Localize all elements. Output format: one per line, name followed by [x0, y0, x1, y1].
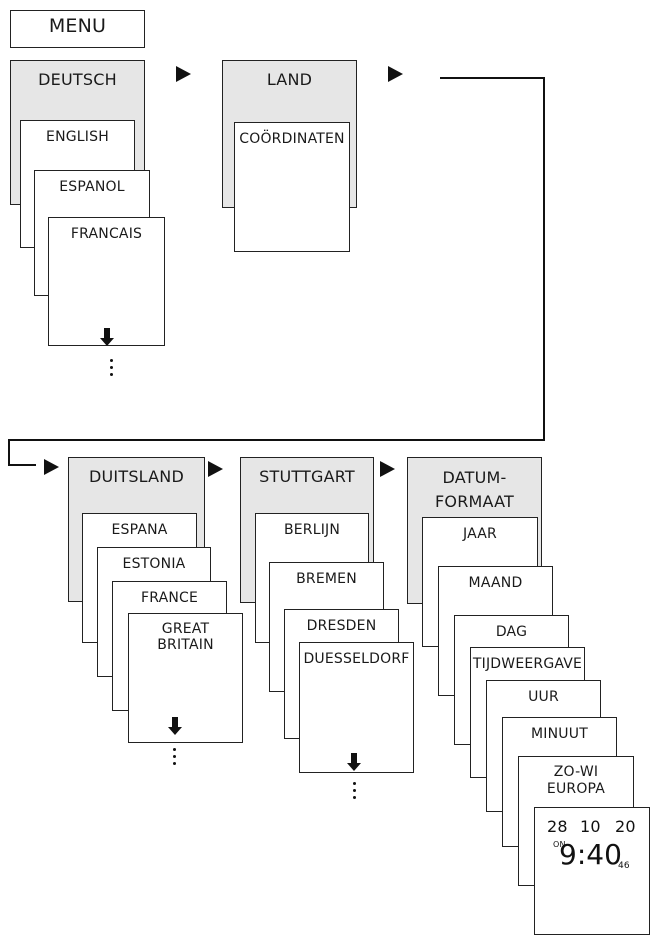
minuut-label: MINUUT — [531, 726, 588, 742]
land-label: LAND — [266, 70, 313, 89]
jaar-label: JAAR — [463, 526, 497, 542]
menu-box[interactable]: MENU — [10, 10, 145, 48]
time-display: 28 ON 10 20 9:40 46 — [535, 808, 651, 936]
deutsch-label: DEUTSCH — [38, 70, 117, 89]
espana-label: ESPANA — [111, 522, 168, 538]
triangle-right-icon — [44, 459, 59, 475]
duitsland-label: DUITSLAND — [89, 467, 184, 486]
dag-label: DAG — [495, 624, 528, 640]
vertical-ellipsis-icon — [110, 359, 113, 380]
arrow-down-icon — [347, 753, 361, 771]
coordinaten-item[interactable]: COÖRDINATEN — [234, 122, 350, 252]
france-label: FRANCE — [140, 590, 199, 606]
display-time: 9:40 — [559, 838, 622, 871]
estonia-label: ESTONIA — [122, 556, 186, 572]
connector-right — [543, 77, 545, 441]
arrow-down-icon — [168, 717, 182, 735]
espanol-label: ESPANOL — [59, 179, 125, 195]
duesseldorf-item[interactable]: DUESSELDORF — [299, 642, 414, 773]
display-day: 28 — [547, 817, 568, 836]
coordinaten-label: COÖRDINATEN — [239, 131, 345, 147]
triangle-right-icon — [388, 66, 403, 82]
display-month: 10 — [580, 817, 601, 836]
vertical-ellipsis-icon — [353, 782, 356, 803]
arrow-down-icon — [100, 328, 114, 346]
great-britain-item[interactable]: GREAT BRITAIN — [128, 613, 243, 743]
vertical-ellipsis-icon — [173, 748, 176, 769]
triangle-right-icon — [208, 461, 223, 477]
uur-label: UUR — [528, 689, 559, 705]
time-display-box: 28 ON 10 20 9:40 46 — [534, 807, 650, 935]
duesseldorf-label: DUESSELDORF — [303, 651, 410, 667]
zo-wi-europa-label: ZO-WI EUROPA — [546, 764, 606, 797]
stuttgart-label: STUTTGART — [259, 467, 355, 486]
triangle-right-icon — [380, 461, 395, 477]
display-year: 20 — [615, 817, 636, 836]
dresden-label: DRESDEN — [306, 618, 377, 634]
bremen-label: BREMEN — [296, 571, 357, 587]
triangle-right-icon — [176, 66, 191, 82]
display-seconds: 46 — [618, 861, 630, 871]
connector-top — [440, 77, 545, 79]
maand-label: MAAND — [468, 575, 523, 591]
english-label: ENGLISH — [46, 129, 109, 145]
menu-label: MENU — [48, 15, 107, 37]
francais-label: FRANCAIS — [70, 226, 143, 242]
connector-feed — [8, 464, 36, 466]
connector-bottom — [8, 439, 545, 441]
datumformaat-label: DATUM- FORMAAT — [435, 468, 514, 511]
tijdweergave-label: TIJDWEERGAVE — [472, 656, 583, 672]
connector-left — [8, 439, 10, 466]
berlijn-label: BERLIJN — [283, 522, 341, 538]
display-on-indicator: ON — [553, 840, 566, 849]
francais-item[interactable]: FRANCAIS — [48, 217, 165, 346]
great-britain-label: GREAT BRITAIN — [157, 621, 214, 653]
